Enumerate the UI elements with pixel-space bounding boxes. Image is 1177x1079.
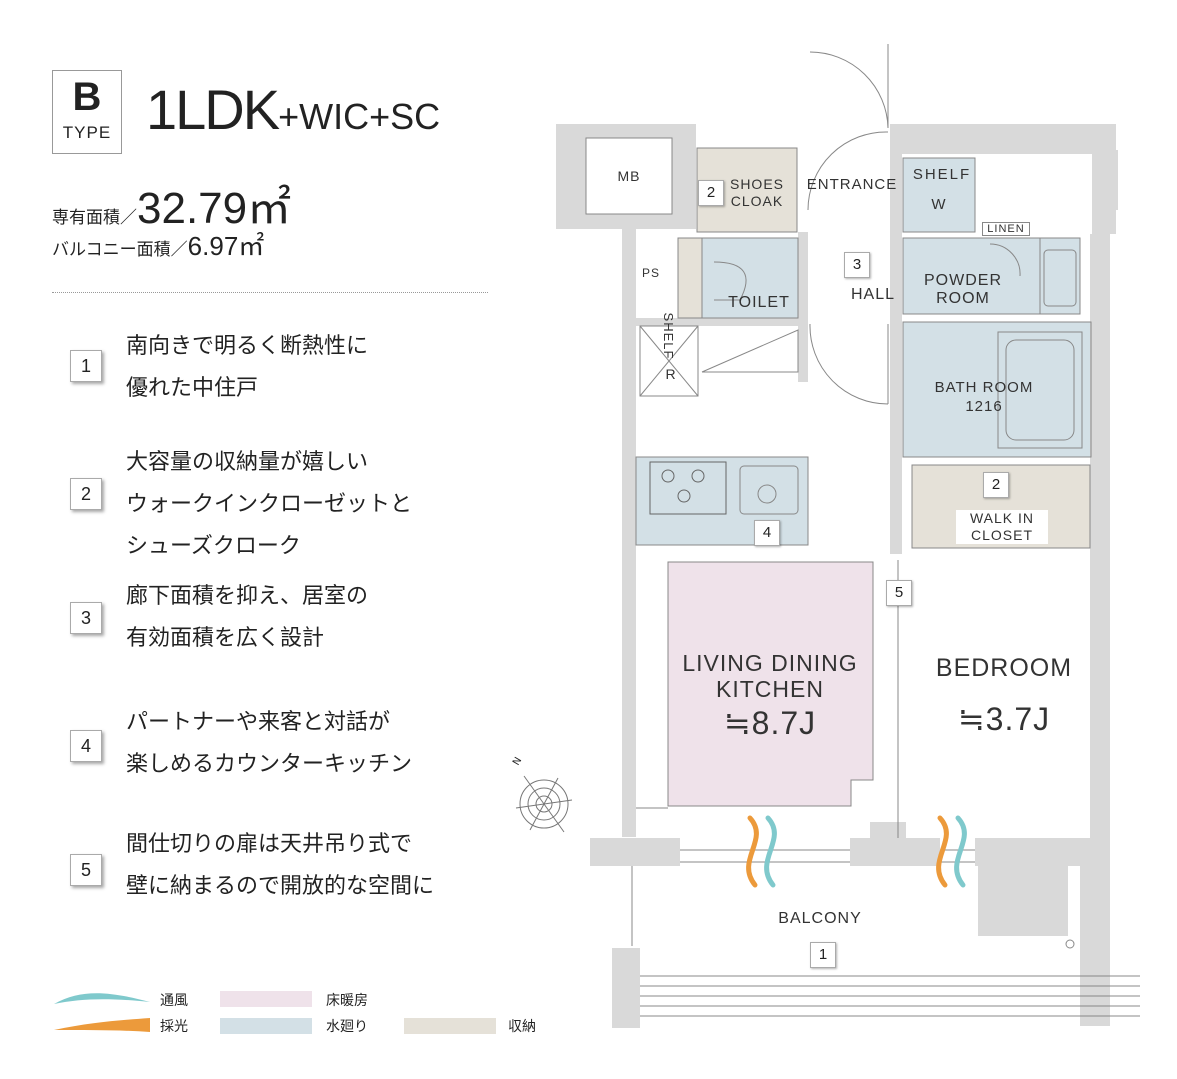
- type-word: TYPE: [62, 123, 112, 142]
- room-bath: BATH ROOM 1216: [934, 379, 1034, 415]
- legend-ventilation-label: 通風: [160, 993, 188, 1009]
- feature-text: 廊下面積を抑え、居室の 有効面積を広く設計: [126, 584, 369, 651]
- shelf-top-label: SHELF: [912, 166, 972, 183]
- marker-balcony: 1: [810, 942, 836, 968]
- compass-icon: [515, 775, 573, 833]
- room-powder-room: POWDER ROOM: [924, 272, 1002, 307]
- legend-lighting-swatch: [52, 1014, 152, 1034]
- light-icon: [54, 1018, 150, 1032]
- feature-number: 1: [70, 350, 102, 382]
- room-mb: MB: [617, 168, 641, 184]
- room-balcony: BALCONY: [778, 910, 862, 927]
- feature-number: 2: [70, 478, 102, 510]
- legend-floor-heating-swatch: [220, 991, 312, 1007]
- balcony-area-row: バルコニー面積／6.97㎡: [52, 226, 264, 263]
- marker-door: 5: [886, 580, 912, 606]
- plan-main: 1LDK: [146, 78, 280, 141]
- legend-storage-swatch: [404, 1018, 496, 1034]
- feature-text: 間仕切りの扉は天井吊り式で 壁に納まるので開放的な空間に: [126, 832, 435, 899]
- balcony-area-value: 6.97㎡: [187, 231, 265, 261]
- area-value: 32.79㎡: [137, 184, 292, 233]
- room-bedroom: BEDROOM: [935, 654, 1073, 682]
- room-shoes-cloak: SHOES CLOAK: [729, 176, 784, 209]
- linen-label: LINEN: [982, 222, 1030, 236]
- type-letter: B: [72, 75, 102, 119]
- wind-light-marks: [746, 815, 967, 888]
- divider: [52, 292, 488, 293]
- room-walk-in-closet: WALK IN CLOSET: [956, 510, 1048, 544]
- legend-ventilation-swatch: [52, 988, 152, 1008]
- feature-number: 4: [70, 730, 102, 762]
- room-entrance: ENTRANCE: [806, 176, 898, 193]
- shelf-toilet-label: SHELF: [661, 312, 676, 360]
- legend-water-label: 水廻り: [326, 1019, 368, 1035]
- ps-label: PS: [641, 266, 660, 280]
- bedroom-size: ≒3.7J: [957, 701, 1051, 737]
- marker-shoes: 2: [698, 180, 724, 206]
- marker-wic: 2: [983, 472, 1009, 498]
- room-hall: HALL: [850, 286, 896, 303]
- marker-hall: 3: [844, 252, 870, 278]
- plan-sub: +WIC+SC: [278, 96, 441, 137]
- plan-title: 1LDK+WIC+SC: [146, 78, 440, 149]
- area-row: 専有面積／32.79㎡: [52, 172, 291, 236]
- type-badge: B TYPE: [52, 70, 122, 154]
- feature-number: 3: [70, 602, 102, 634]
- feature-text: パートナーや来客と対話が 楽しめるカウンターキッチン: [126, 710, 413, 777]
- feature-text: 大容量の収納量が嬉しい ウォークインクローゼットと シューズクローク: [126, 450, 413, 559]
- compass: N: [511, 756, 574, 836]
- room-toilet: TOILET: [728, 294, 790, 311]
- room-ldk: LIVING DINING KITCHEN: [682, 650, 858, 702]
- feature-number: 5: [70, 854, 102, 886]
- ldk-size: ≒8.7J: [723, 705, 817, 741]
- feature-text: 南向きで明るく断熱性に 優れた中住戸: [126, 334, 369, 401]
- legend-floor-heating-label: 床暖房: [326, 993, 368, 1009]
- legend-water-swatch: [220, 1018, 312, 1034]
- floor-plan: N MB SHOES CLOAK ENTRANCE SHELF W LINEN …: [511, 30, 1160, 1030]
- marker-kitchen: 4: [754, 520, 780, 546]
- balcony-area-label: バルコニー面積／: [52, 240, 188, 260]
- washer-label: W: [931, 196, 947, 213]
- area-label: 専有面積／: [52, 208, 137, 228]
- wind-icon: [54, 993, 150, 1004]
- legend-storage-label: 収納: [508, 1019, 536, 1035]
- refrigerator-label: R: [665, 366, 677, 382]
- legend-lighting-label: 採光: [160, 1019, 188, 1035]
